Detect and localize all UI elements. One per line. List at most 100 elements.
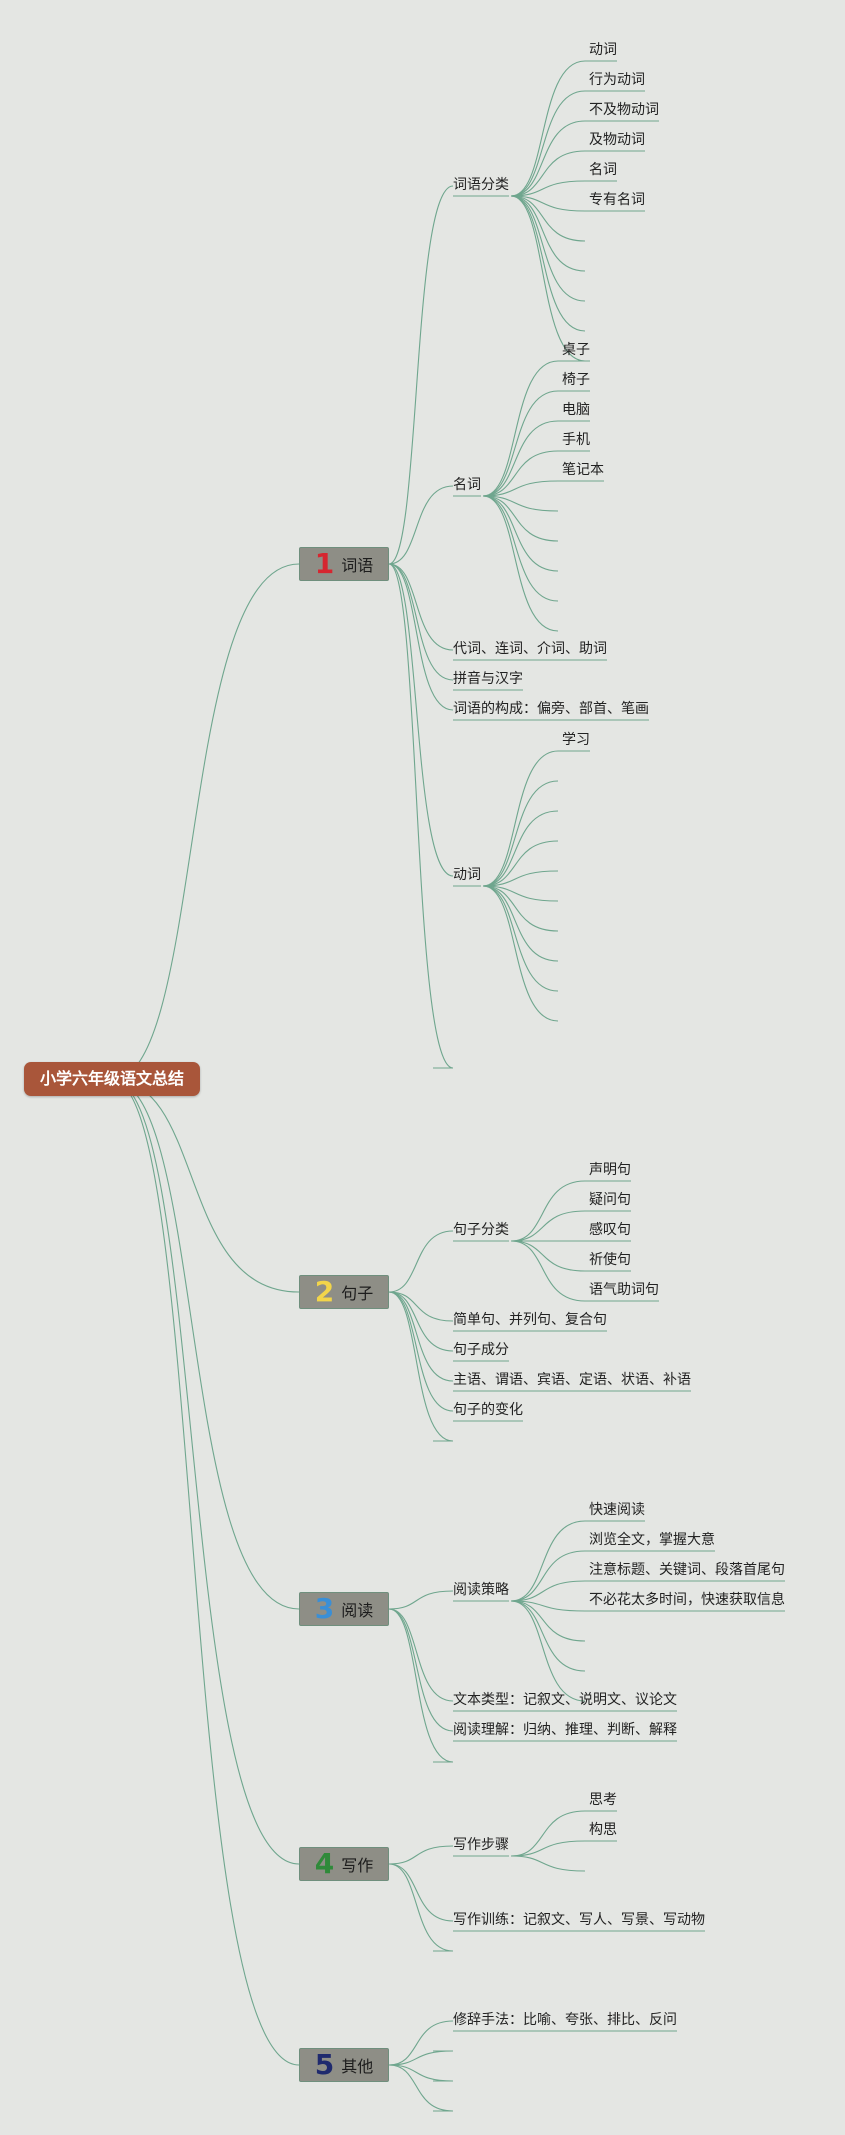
topic-5-child-3-line: [388, 2064, 454, 2082]
branch-node[interactable]: 动词: [453, 867, 481, 883]
leaf-0-1-2-line: [482, 390, 559, 497]
topic-label: 阅读: [341, 1601, 374, 1620]
topic-1-child-1-line: [388, 185, 454, 565]
leaf-0-1-5-line: [482, 480, 559, 497]
leaf-node[interactable]: 及物动词: [589, 132, 645, 148]
branch-node[interactable]: 代词、连词、介词、助词: [453, 641, 607, 657]
leaf-2-0-1-line: [510, 1520, 586, 1602]
branch-node[interactable]: 简单句、并列句、复合句: [453, 1312, 607, 1328]
leaf-node[interactable]: 专有名词: [589, 192, 645, 208]
branch-node[interactable]: 句子成分: [453, 1342, 509, 1358]
leaf-node[interactable]: 思考: [589, 1792, 617, 1808]
branch-node[interactable]: 修辞手法：比喻、夸张、排比、反问: [453, 2012, 677, 2028]
leaf-node[interactable]: 注意标题、关键词、段落首尾句: [589, 1562, 785, 1578]
topic-3-child-4-line: [388, 1608, 454, 1763]
leaf-node[interactable]: 语气助词句: [589, 1282, 659, 1298]
topic-node-1[interactable]: 1 词语: [299, 547, 389, 581]
leaf-0-5-2-line: [482, 780, 559, 887]
leaf-1-0-5-line: [510, 1240, 586, 1302]
topic-label: 其他: [341, 2057, 374, 2076]
leaf-node[interactable]: 快速阅读: [589, 1502, 645, 1518]
branch-node[interactable]: 阅读理解：归纳、推理、判断、解释: [453, 1722, 677, 1738]
leaf-node[interactable]: 手机: [562, 432, 590, 448]
branch-node[interactable]: 句子分类: [453, 1222, 509, 1238]
leaf-node[interactable]: 声明句: [589, 1162, 631, 1178]
leaf-node[interactable]: 桌子: [562, 342, 590, 358]
leaf-0-5-6-line: [482, 885, 559, 902]
branch-node[interactable]: 名词: [453, 477, 481, 493]
leaf-3-0-1-line: [510, 1810, 586, 1857]
leaf-0-5-4-line: [482, 840, 559, 887]
topic-4-child-3-line: [388, 1863, 454, 1952]
leaf-0-0-9-line: [510, 195, 586, 302]
root-to-topic-5-line: [111, 1079, 300, 2066]
topic-4-child-1-line: [388, 1845, 454, 1865]
topic-1-child-2-line: [388, 485, 454, 565]
leaf-node[interactable]: 电脑: [562, 402, 590, 418]
leaf-2-0-5-line: [510, 1600, 586, 1642]
leaf-node[interactable]: 椅子: [562, 372, 590, 388]
leaf-node[interactable]: 不及物动词: [589, 102, 659, 118]
root-node[interactable]: 小学六年级语文总结: [24, 1062, 200, 1096]
leaf-0-0-2-line: [510, 90, 586, 197]
topic-node-4[interactable]: 4 写作: [299, 1847, 389, 1881]
leaf-0-5-5-line: [482, 870, 559, 887]
leaf-2-0-7-line: [510, 1600, 586, 1702]
topic-label: 词语: [341, 556, 374, 575]
leaf-2-0-2-line: [510, 1550, 586, 1602]
leaf-node[interactable]: 行为动词: [589, 72, 645, 88]
topic-5-child-4-line: [388, 2064, 454, 2112]
root-to-topic-4-line: [111, 1079, 300, 1865]
leaf-node[interactable]: 动词: [589, 42, 617, 58]
branch-node[interactable]: 阅读策略: [453, 1582, 509, 1598]
leaf-0-5-1-line: [482, 750, 559, 887]
branch-node[interactable]: 写作步骤: [453, 1837, 509, 1853]
root-to-topic-2-line: [111, 1079, 300, 1293]
branch-node[interactable]: 写作训练：记叙文、写人、写景、写动物: [453, 1912, 705, 1928]
leaf-node[interactable]: 疑问句: [589, 1192, 631, 1208]
leaf-0-0-7-line: [510, 195, 586, 242]
topic-number: 4: [314, 1847, 335, 1880]
branch-node[interactable]: 词语的构成：偏旁、部首、笔画: [453, 701, 649, 717]
leaf-node[interactable]: 浏览全文，掌握大意: [589, 1532, 715, 1548]
leaf-0-1-1-line: [482, 360, 559, 497]
branch-node[interactable]: 词语分类: [453, 177, 509, 193]
topic-label: 写作: [341, 1856, 374, 1875]
root-to-topic-1-line: [111, 563, 300, 1081]
leaf-0-1-7-line: [482, 495, 559, 542]
leaf-0-0-6-line: [510, 195, 586, 212]
leaf-0-1-3-line: [482, 420, 559, 497]
branch-node[interactable]: 句子的变化: [453, 1402, 523, 1418]
leaf-0-5-8-line: [482, 885, 559, 962]
leaf-2-0-6-line: [510, 1600, 586, 1672]
topic-number: 1: [314, 547, 335, 580]
topic-5-child-1-line: [388, 2020, 454, 2066]
branch-node[interactable]: 拼音与汉字: [453, 671, 523, 687]
leaf-3-0-3-line: [510, 1855, 586, 1872]
topic-2-child-2-line: [388, 1291, 454, 1322]
topic-label: 句子: [341, 1284, 374, 1303]
topic-3-child-2-line: [388, 1608, 454, 1702]
leaf-node[interactable]: 笔记本: [562, 462, 604, 478]
leaf-node[interactable]: 不必花太多时间，快速获取信息: [589, 1592, 785, 1608]
leaf-node[interactable]: 构思: [589, 1822, 617, 1838]
leaf-0-0-11-line: [510, 195, 586, 362]
leaf-2-0-4-line: [510, 1600, 586, 1612]
leaf-node[interactable]: 学习: [562, 732, 590, 748]
leaf-3-0-2-line: [510, 1840, 586, 1857]
topic-1-child-6-line: [388, 563, 454, 877]
branch-node[interactable]: 主语、谓语、宾语、定语、状语、补语: [453, 1372, 691, 1388]
root-to-topic-3-line: [111, 1079, 300, 1610]
leaf-0-5-10-line: [482, 885, 559, 1022]
topic-2-child-6-line: [388, 1291, 454, 1442]
leaf-node[interactable]: 祈使句: [589, 1252, 631, 1268]
leaf-node[interactable]: 名词: [589, 162, 617, 178]
leaf-0-0-8-line: [510, 195, 586, 272]
leaf-0-1-9-line: [482, 495, 559, 602]
branch-node[interactable]: 文本类型：记叙文、说明文、议论文: [453, 1692, 677, 1708]
leaf-node[interactable]: 感叹句: [589, 1222, 631, 1238]
